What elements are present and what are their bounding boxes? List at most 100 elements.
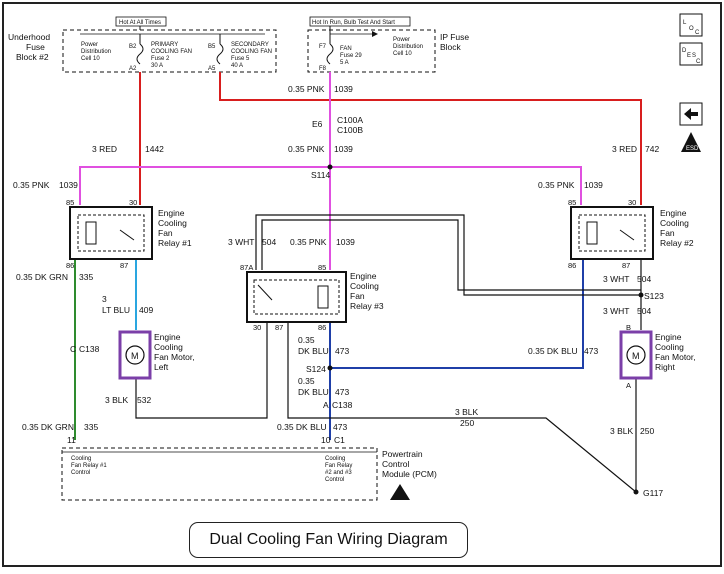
relay-3-switch <box>257 284 273 301</box>
relay-pin-label: 30 <box>253 323 261 332</box>
connector-label: C100B <box>337 125 363 135</box>
wire-label: 0.35 PNK <box>290 237 327 247</box>
motor-right-label: Engine <box>655 332 682 342</box>
wire-label: 0.35 PNK <box>288 84 325 94</box>
relay-1-label: Relay #1 <box>158 238 192 248</box>
pcm-label: Module (PCM) <box>382 469 437 479</box>
caption-box: Dual Cooling Fan Wiring Diagram <box>189 522 468 558</box>
relay-2: 85 30 86 87 Engine Cooling Fan Relay #2 <box>568 198 694 270</box>
splice-label: S123 <box>644 291 664 301</box>
splice-s114 <box>327 164 333 170</box>
motor-right-label: Cooling <box>655 342 684 352</box>
relay-pin-label: 86 <box>318 323 326 332</box>
power-dist-text: Cell 10 <box>393 51 412 57</box>
wire-label: 0.35 DK BLU <box>528 346 578 356</box>
relay-2-switch <box>619 229 635 241</box>
motor-symbol: M <box>632 351 640 361</box>
motor-left-label: Engine <box>154 332 181 342</box>
wire-label: 1039 <box>336 237 355 247</box>
relay-3-coil-icon <box>317 285 329 309</box>
wire-label: 335 <box>79 272 93 282</box>
wire-label: 473 <box>584 346 598 356</box>
wire-label: 473 <box>335 387 349 397</box>
wire-label: 1039 <box>584 180 603 190</box>
relay-3: 87A 85 30 87 86 Engine Cooling Fan Relay… <box>240 263 384 332</box>
connector-label: A <box>323 400 329 410</box>
wire-label: 3 WHT <box>228 237 254 247</box>
relay-pin-label: 87 <box>120 261 128 270</box>
fan-motor-left: M Engine Cooling Fan Motor, Left <box>118 330 195 380</box>
relay-2-label: Engine <box>660 208 687 218</box>
pcm-module: Cooling Fan Relay #1 Control Cooling Fan… <box>61 447 437 501</box>
fuse-2-text: Fuse 2 <box>151 56 170 62</box>
wire-label: DK BLU <box>298 346 329 356</box>
wire-label: 3 RED <box>92 144 117 154</box>
ip-fuse-dashed-box <box>307 29 436 73</box>
loc-icon[interactable]: L O C <box>679 13 703 37</box>
fuse-29-text: 5 A <box>340 60 349 66</box>
desc-icon-text: S <box>692 53 696 59</box>
motor-right-label: Fan Motor, <box>655 352 696 362</box>
desc-icon-text: C <box>696 59 701 65</box>
wire-label: 409 <box>139 305 153 315</box>
dk-blue-wire-right <box>330 260 584 369</box>
wire-label: 504 <box>637 274 651 284</box>
wire-label: 3 WHT <box>603 274 629 284</box>
motor-pin-label: B <box>626 323 631 332</box>
wire-label: 0.35 PNK <box>288 144 325 154</box>
wire-label: 1039 <box>334 84 353 94</box>
wire-label: 0.35 PNK <box>538 180 575 190</box>
relay-1-label: Fan <box>158 228 173 238</box>
wire-label: 0.35 DK GRN <box>16 272 68 282</box>
relay-1: 85 30 86 87 Engine Cooling Fan Relay #1 <box>66 198 192 270</box>
black-wire-532 <box>135 322 268 419</box>
loc-icon-text: O <box>689 26 694 32</box>
fuse-29-text: FAN <box>340 46 352 52</box>
desc-icon[interactable]: D E S C <box>679 42 703 66</box>
pcm-right-text: Fan Relay <box>325 463 352 469</box>
ip-fuse-block-label-1: IP Fuse <box>440 32 469 42</box>
fuse-5-text: COOLING FAN <box>231 49 272 55</box>
fuse-5-text: 40 A <box>231 63 243 69</box>
pcm-esd-icon <box>390 484 410 500</box>
fan-motor-right: M B A Engine Cooling Fan Motor, Right <box>619 323 696 390</box>
wire-label: 742 <box>645 144 659 154</box>
wire-label: 250 <box>460 418 474 428</box>
splice-label: S114 <box>311 170 330 180</box>
pcm-right-text: #2 and #3 <box>325 470 352 476</box>
relay-pin-label: 87A <box>240 263 253 272</box>
fuse-block-label-1: Underhood <box>8 32 50 42</box>
fuse-2-text: PRIMARY <box>151 42 178 48</box>
relay-1-switch <box>119 229 135 241</box>
hot-at-all-times-box <box>115 16 167 27</box>
wire-label: 250 <box>640 426 654 436</box>
fuse-pin-label: A2 <box>129 66 137 72</box>
relay-1-label: Cooling <box>158 218 187 228</box>
fuse-2-text: COOLING FAN <box>151 49 192 55</box>
relay-pin-label: 85 <box>66 198 74 207</box>
fuse-pin-label: A5 <box>208 66 216 72</box>
desc-icon-text: E <box>687 53 691 59</box>
wire-label: 473 <box>335 346 349 356</box>
motor-left-label: Left <box>154 362 169 372</box>
back-arrow-icon[interactable] <box>679 102 703 126</box>
wire-label: 335 <box>84 422 98 432</box>
power-dist-text: Power <box>393 37 410 43</box>
relay-3-label: Engine <box>350 271 377 281</box>
wire-label: 3 BLK <box>455 407 478 417</box>
pcm-right-text: Cooling <box>325 456 345 462</box>
splice-s123 <box>638 292 644 298</box>
splice-label: S124 <box>306 364 326 374</box>
relay-pin-label: 87 <box>622 261 630 270</box>
relay-2-coil-icon <box>586 221 598 245</box>
connector-label: C100A <box>337 115 363 125</box>
wire-label: LT BLU <box>102 305 130 315</box>
hot-in-run-label: Hot In Run, Bulb Test And Start <box>312 20 395 26</box>
wire-label: 0.35 <box>298 335 315 345</box>
black-wire-250-mid <box>287 322 637 493</box>
relay-pin-label: 30 <box>129 198 137 207</box>
ip-fuse-block-label-2: Block <box>440 42 462 52</box>
white-wire-504-a <box>255 214 641 296</box>
